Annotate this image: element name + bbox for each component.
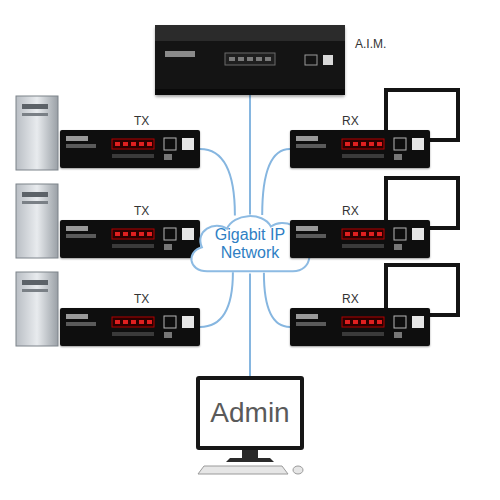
receiver-unit: RX <box>290 220 430 258</box>
device-front-panel <box>290 130 430 168</box>
network-label: Gigabit IP Network <box>202 226 298 262</box>
device-label: A.I.M. <box>355 37 386 51</box>
device-front-panel <box>155 25 345 95</box>
network-cable <box>200 149 235 215</box>
network-cable <box>264 273 290 327</box>
device-label: RX <box>342 204 359 218</box>
admin-monitor: Admin <box>196 376 304 450</box>
device-front-panel <box>290 308 430 346</box>
device-label: TX <box>134 292 149 306</box>
device-label: TX <box>134 204 149 218</box>
network-cable <box>200 272 233 327</box>
device-label: RX <box>342 292 359 306</box>
device-label: TX <box>134 114 149 128</box>
device-front-panel <box>60 130 200 168</box>
pc-tower <box>16 184 58 258</box>
device-label: RX <box>342 114 359 128</box>
keyboard <box>198 466 303 474</box>
transmitter-unit: TX <box>60 220 200 258</box>
network-cable <box>249 274 251 377</box>
screen-label: Admin <box>210 397 289 429</box>
transmitter-unit: TX <box>60 130 200 168</box>
device-front-panel <box>290 220 430 258</box>
network-cable <box>249 95 251 215</box>
network-cable <box>262 149 290 215</box>
device-front-panel <box>60 308 200 346</box>
pc-tower <box>16 96 58 170</box>
pc-tower <box>16 272 58 346</box>
receiver-unit: RX <box>290 308 430 346</box>
management-server: A.I.M. <box>155 25 345 95</box>
admin-stand <box>226 449 274 462</box>
receiver-unit: RX <box>290 130 430 168</box>
transmitter-unit: TX <box>60 308 200 346</box>
device-front-panel <box>60 220 200 258</box>
